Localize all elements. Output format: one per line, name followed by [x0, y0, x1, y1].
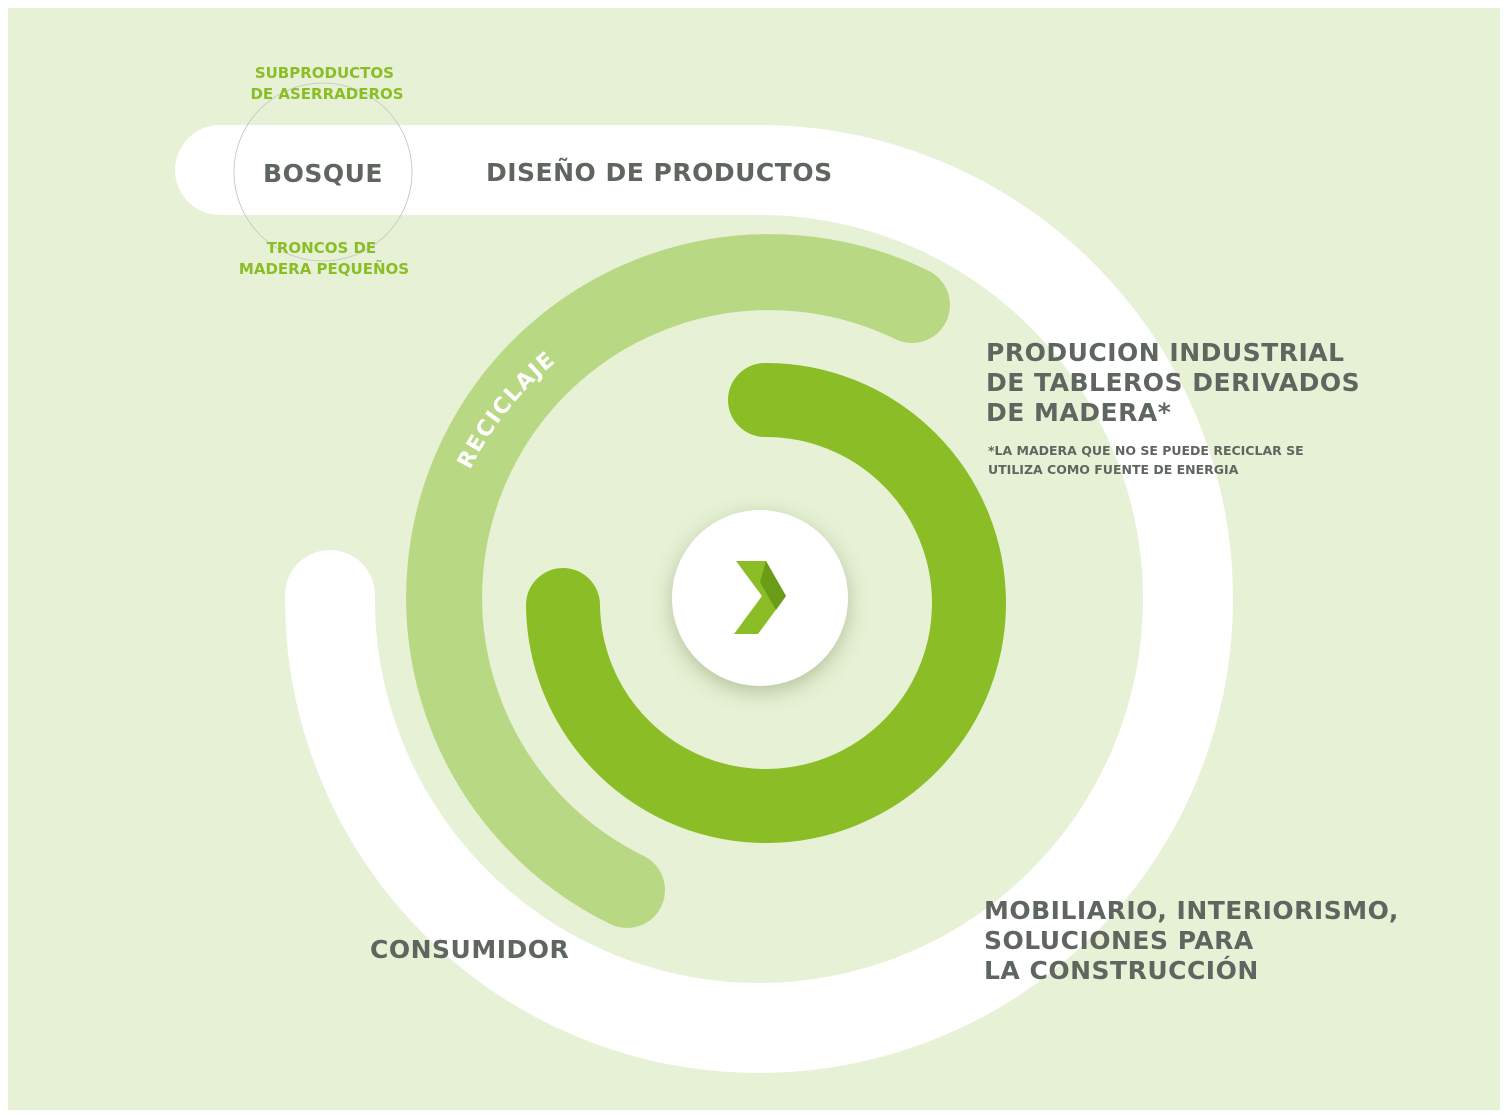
energy-footnote-line-2: UTILIZA COMO FUENTE DE ENERGIA [988, 462, 1239, 477]
small-logs-line-2: MADERA PEQUEÑOS [239, 259, 409, 278]
industrial-production-line-2: DE TABLEROS DERIVADOS [986, 368, 1360, 397]
center-logo-circle [672, 510, 848, 686]
industrial-production-label: PRODUCION INDUSTRIAL DE TABLEROS DERIVAD… [986, 338, 1369, 427]
industrial-production-line-3: DE MADERA* [986, 398, 1171, 427]
furniture-line-1: MOBILIARIO, INTERIORISMO, [984, 896, 1399, 925]
recycling-band [406, 234, 950, 928]
energy-footnote-line-1: *LA MADERA QUE NO SE PUEDE RECICLAR SE [988, 443, 1304, 458]
product-design-label: DISEÑO DE PRODUCTOS [486, 158, 833, 187]
furniture-label: MOBILIARIO, INTERIORISMO, SOLUCIONES PAR… [984, 896, 1408, 985]
small-logs-line-1: TRONCOS DE [267, 239, 377, 257]
furniture-line-2: SOLUCIONES PARA [984, 926, 1254, 955]
industrial-production-line-1: PRODUCION INDUSTRIAL [986, 338, 1345, 367]
chevron-right-logo-icon [734, 561, 786, 634]
consumer-label: CONSUMIDOR [370, 935, 569, 964]
furniture-line-3: LA CONSTRUCCIÓN [984, 955, 1259, 985]
sawmill-byproducts-label: SUBPRODUCTOS DE ASERRADEROS [250, 64, 403, 103]
production-band [526, 362, 1006, 843]
sawmill-byproducts-line-2: DE ASERRADEROS [250, 85, 403, 103]
sawmill-byproducts-line-1: SUBPRODUCTOS [255, 64, 394, 82]
forest-circle-outline [233, 82, 413, 262]
small-logs-label: TRONCOS DE MADERA PEQUEÑOS [239, 239, 409, 278]
energy-footnote: *LA MADERA QUE NO SE PUEDE RECICLAR SE U… [988, 443, 1308, 477]
forest-label: BOSQUE [263, 159, 383, 188]
outer-cycle-band [175, 124, 1233, 1073]
